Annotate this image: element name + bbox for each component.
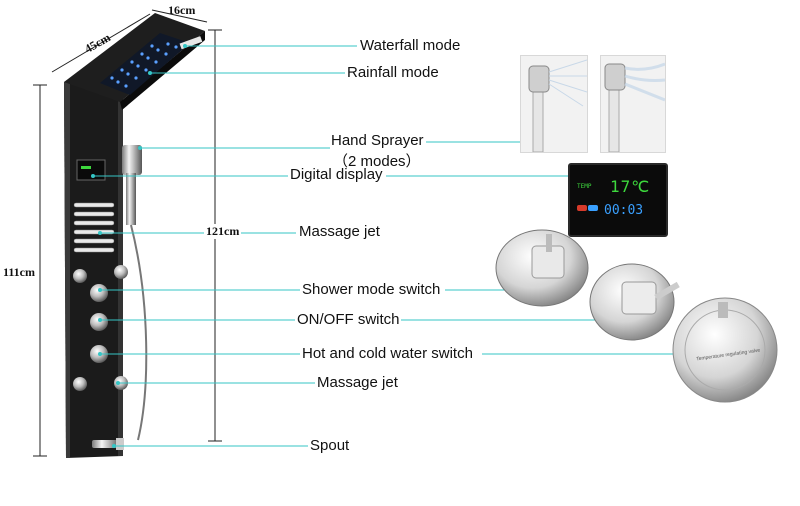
label-rainfall-mode: Rainfall mode <box>347 64 439 81</box>
label-massage-jet-bottom: Massage jet <box>317 374 398 391</box>
onoff-switch-knob <box>589 263 680 341</box>
label-onoff-switch: ON/OFF switch <box>297 311 400 328</box>
digital-display-panel: TEMP 17℃ 00:03 <box>568 163 668 237</box>
display-temp-label: TEMP <box>577 183 592 190</box>
display-temp-value: 17℃ <box>610 177 651 196</box>
panel-body <box>64 82 123 458</box>
hand-sprayer-photo-2 <box>600 55 666 153</box>
mode-switch-knob <box>495 229 589 307</box>
label-spout: Spout <box>310 437 350 454</box>
label-hand-sprayer: Hand Sprayer <box>331 132 424 149</box>
label-shower-mode-switch: Shower mode switch <box>302 281 441 298</box>
display-time-value: 00:03 <box>604 203 644 218</box>
label-digital-display: Digital display <box>290 166 383 183</box>
label-hot-cold-switch: Hot and cold water switch <box>302 345 473 362</box>
total-height-dimension: 111cm <box>3 265 35 279</box>
width-dimension: 16cm <box>168 3 196 17</box>
label-hand-sprayer-modes: （2 modes） <box>333 153 421 170</box>
thermostat-knob <box>672 297 778 403</box>
panel-height-dimension: 121cm <box>204 224 242 239</box>
label-massage-jet-top: Massage jet <box>299 223 380 240</box>
leader-lines <box>93 45 676 447</box>
label-waterfall-mode: Waterfall mode <box>360 37 461 54</box>
hand-sprayer-photo-1 <box>520 55 588 153</box>
